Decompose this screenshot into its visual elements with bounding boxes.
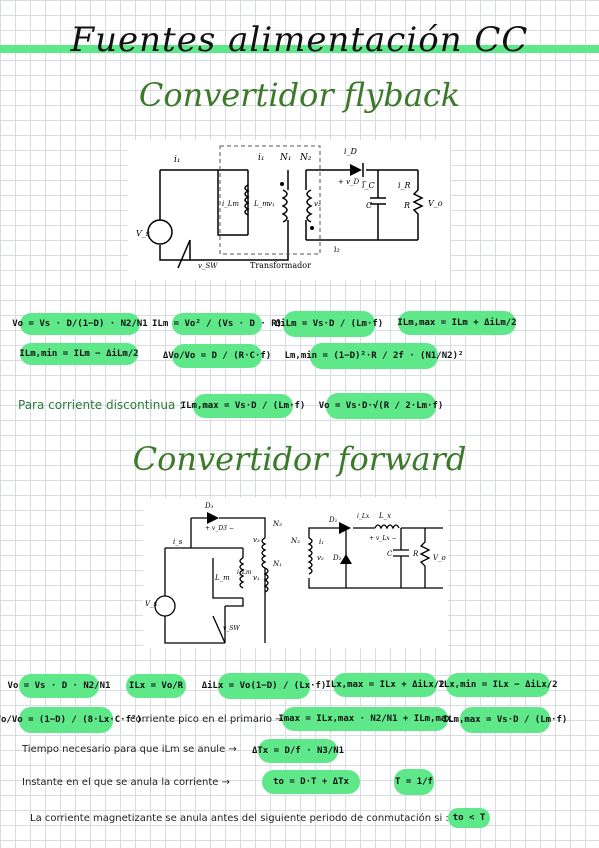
label-iLm: i_Lm <box>237 569 252 576</box>
forward-formula-ilmmax: ILm,max = Vs·D / (Lm·f) <box>443 707 567 733</box>
label-D3: D₃ <box>204 502 214 510</box>
label-N2: N₂ <box>299 153 312 163</box>
label-N2: N₂ <box>290 537 300 545</box>
note-magnetizing: La corriente magnetizante se anula antes… <box>30 813 449 824</box>
flyback-formula-dvo: ΔVo/Vo = D / (R·C·f) <box>163 344 271 368</box>
label-N3: N₃ <box>272 520 282 528</box>
label-i2: i₂ <box>334 245 340 254</box>
label-i1b: i₁ <box>258 153 265 163</box>
forward-formula-dilx: ΔiLx = Vo(1−D) / (Lx·f) <box>202 673 326 699</box>
label-Vs: V_s <box>136 229 150 238</box>
forward-formula-T: T = 1/f <box>394 769 434 795</box>
forward-formula-ilxmin: ILx,min = ILx − ΔiLx/2 <box>438 673 558 697</box>
label-C: C <box>366 201 372 210</box>
forward-formula-imax: Imax = ILx,max · N2/N1 + ILm,max <box>278 707 452 731</box>
flyback-circuit-diagram: i₁ i₁ N₁ N₂ i_D + v_D − i_C i_R C R V_o … <box>128 140 450 280</box>
forward-formula-ilxmax: ILx,max = ILx + ΔiLx/2 <box>325 673 445 697</box>
label-N1: N₁ <box>279 153 291 163</box>
label-i1: i₁ <box>174 155 181 165</box>
label-is: i_s <box>173 538 183 546</box>
forward-formula-vo: Vo = Vs · D · N2/N1 <box>8 674 110 698</box>
label-v2: v₂ <box>317 554 324 562</box>
label-v2: v₂ <box>314 200 321 208</box>
flyback-formula-ilmmin: ILm,min = ILm − ΔiLm/2 <box>19 343 139 365</box>
label-R: R <box>412 550 419 558</box>
label-vSW: v_SW <box>198 262 218 270</box>
flyback-formula-vo: Vo = Vs · D/(1−D) · N2/N1 <box>12 313 148 335</box>
forward-formula-to: to = D·T + ΔTx <box>262 770 360 794</box>
flyback-disc-ilmmax: ILm,max = Vs·D / (Lm·f) <box>181 394 305 418</box>
flyback-disc-vo: Vo = Vs·D·√(R / 2·Lm·f) <box>319 393 443 419</box>
label-v1: v₁ <box>268 200 275 208</box>
forward-formula-dvo: ΔVo/Vo = (1−D) / (8·Lx·C·f²) <box>0 707 142 733</box>
label-Lm: L_m <box>214 574 230 582</box>
flyback-formula-lmmin: Lm,min = (1−D)²·R / 2f · (N1/N2)² <box>285 343 463 369</box>
label-R: R <box>403 201 410 210</box>
flyback-formula-dilm: ΔiLm = Vs·D / (Lm·f) <box>275 311 383 337</box>
label-iLm: i_Lm <box>222 200 239 208</box>
label-D2: D₂ <box>332 554 342 562</box>
label-transformer: Transformador <box>250 261 311 270</box>
title-highlight <box>0 45 599 53</box>
flyback-formula-ilmmax: ILm,max = ILm + ΔiLm/2 <box>397 311 517 335</box>
label-D1: D₁ <box>328 516 338 524</box>
flyback-formula-ilm: ILm = Vo² / (Vs · D · R) <box>152 313 282 335</box>
label-Vs: V_s <box>145 600 158 608</box>
flyback-heading: Convertidor flyback <box>138 76 461 114</box>
forward-formula-dtx: ΔTx = D/f · N3/N1 <box>252 739 344 763</box>
label-Lm: L_m <box>253 200 269 208</box>
label-Lx: L_x <box>378 512 391 520</box>
note-peak-current: corriente pico en el primario → <box>130 714 284 725</box>
forward-circuit-diagram: D₃ + v_D3 − N₃ v₃ N₁ N₂ D₁ i_Lx L_x + v_… <box>143 498 448 648</box>
forward-formula-ilx: ILx = Vo/R <box>126 674 186 698</box>
label-vD3: + v_D3 − <box>205 525 234 532</box>
label-Vo: V_o <box>433 554 446 562</box>
forward-heading: Convertidor forward <box>132 440 467 478</box>
label-Vo: V_o <box>428 199 443 208</box>
page-title: Fuentes alimentación CC <box>70 20 529 60</box>
label-iC: i_C <box>362 181 375 190</box>
label-v1: v₁ <box>253 574 260 582</box>
note-time-needed: Tiempo necesario para que iLm se anule → <box>22 744 237 755</box>
label-v3: v₃ <box>253 536 260 544</box>
note-instant: Instante en el que se anula la corriente… <box>22 777 231 788</box>
label-iR: i_R <box>398 181 411 190</box>
label-vLx: + v_Lx − <box>369 535 397 542</box>
label-vSW: v_SW <box>223 625 241 632</box>
label-i1: i₁ <box>319 538 324 546</box>
label-N1: N₁ <box>272 560 282 568</box>
forward-formula-condition: to < T <box>448 808 490 828</box>
label-vD: + v_D − <box>338 178 367 186</box>
discontinuous-label: Para corriente discontinua : <box>18 398 184 412</box>
label-iLx: i_Lx <box>357 513 370 520</box>
label-iD: i_D <box>344 147 358 156</box>
label-C: C <box>387 550 393 558</box>
